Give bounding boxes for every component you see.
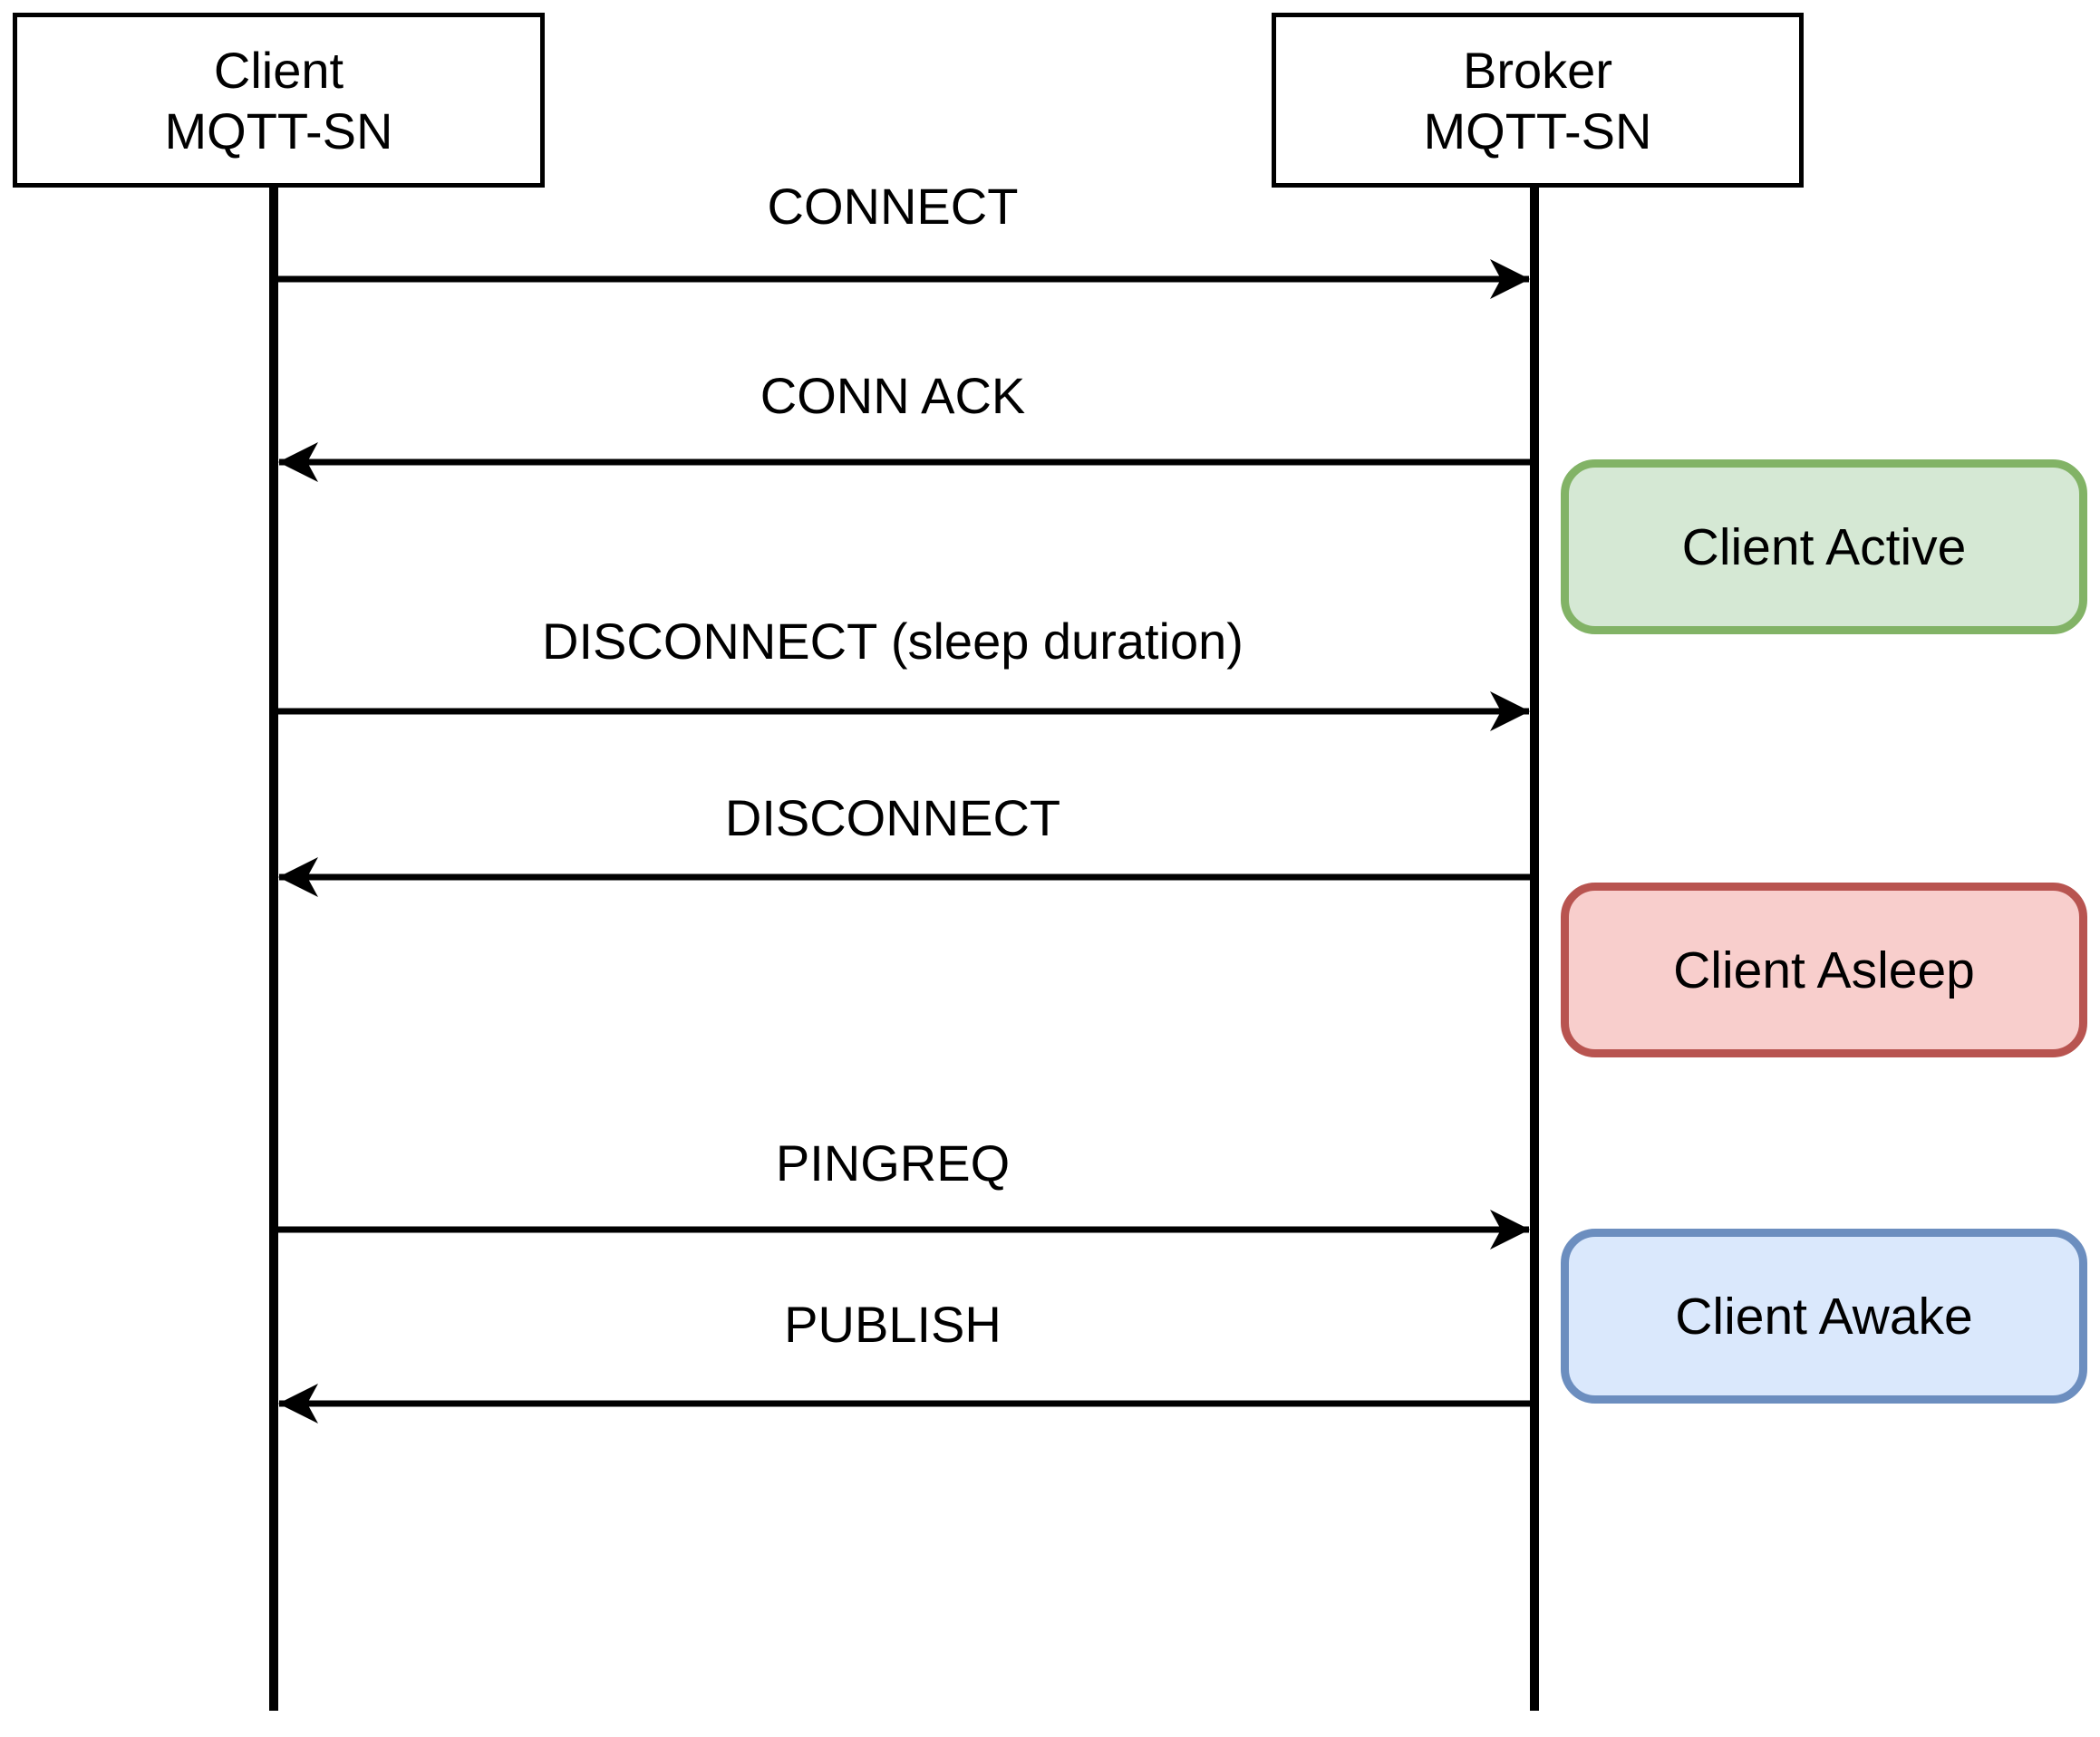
message-label-disconnect-sleep: DISCONNECT (sleep duration): [542, 613, 1244, 670]
state-label-client-awake: Client Awake: [1675, 1287, 1973, 1346]
message-label-connect: CONNECT: [767, 178, 1019, 235]
message-label-pingreq: PINGREQ: [775, 1134, 1011, 1192]
message-label-conn-ack: CONN ACK: [760, 367, 1026, 424]
actor-broker-box: Broker MQTT-SN: [1272, 13, 1804, 188]
state-label-client-active: Client Active: [1681, 517, 1967, 576]
state-box-client-awake: Client Awake: [1561, 1229, 2087, 1404]
message-label-publish: PUBLISH: [784, 1296, 1002, 1353]
message-label-disconnect: DISCONNECT: [724, 789, 1061, 846]
actor-broker-protocol: MQTT-SN: [1423, 101, 1652, 159]
state-box-client-asleep: Client Asleep: [1561, 883, 2087, 1057]
actor-client-name: Client: [213, 41, 344, 99]
actor-broker-name: Broker: [1463, 41, 1612, 99]
state-label-client-asleep: Client Asleep: [1673, 941, 1975, 999]
actor-client-protocol: MQTT-SN: [164, 101, 393, 159]
actor-client-box: Client MQTT-SN: [13, 13, 545, 188]
state-box-client-active: Client Active: [1561, 459, 2087, 634]
